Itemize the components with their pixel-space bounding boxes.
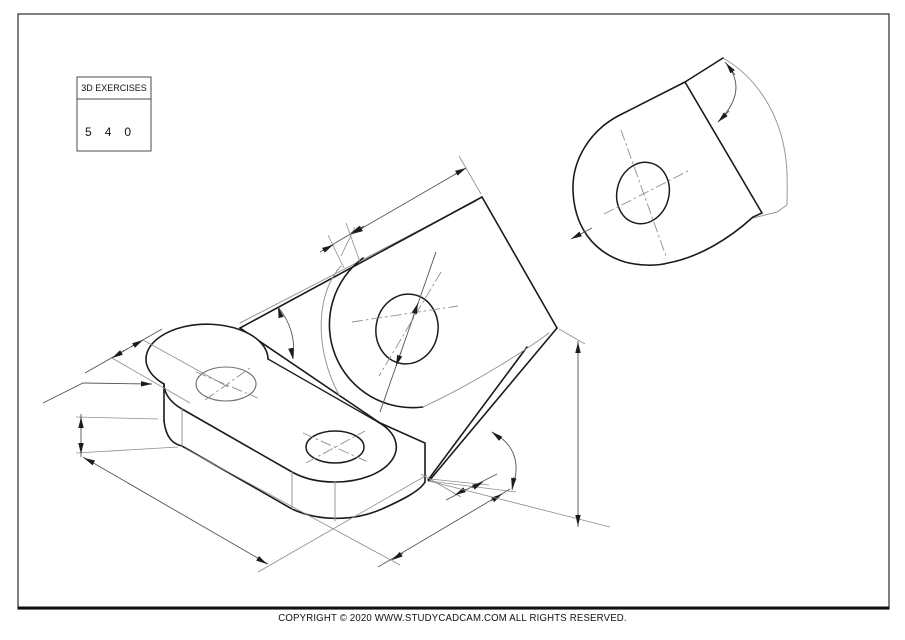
center-line	[378, 271, 442, 377]
center-line	[302, 432, 369, 463]
center-line	[351, 305, 459, 323]
detail-angle-dimension	[717, 61, 737, 123]
title-block	[76, 76, 152, 152]
center-line	[195, 371, 259, 399]
detail-front-face	[572, 80, 764, 266]
base-hole-right	[305, 430, 365, 464]
dimensions	[42, 155, 611, 573]
title-block-code: 5 4 0	[85, 125, 131, 139]
title-block-title: 3D EXERCISES	[81, 83, 147, 93]
code-digit: 0	[124, 125, 132, 139]
detail-hole	[615, 161, 671, 225]
main-view	[42, 155, 611, 573]
base-plate	[145, 323, 426, 522]
center-line	[204, 367, 251, 401]
center-line	[603, 169, 691, 215]
border-frame	[17, 13, 890, 610]
center-line	[305, 430, 366, 464]
view-direction-arrow	[570, 227, 593, 240]
boss-cylinder	[328, 257, 550, 409]
detail-view	[570, 57, 788, 266]
code-digit: 4	[104, 125, 112, 139]
center-line	[620, 129, 668, 260]
copyright-line: COPYRIGHT © 2020 WWW.STUDYCADCAM.COM ALL…	[278, 613, 627, 624]
code-digit: 5	[85, 125, 92, 139]
base-hole-left	[195, 366, 257, 402]
plate-edge-wedge	[427, 346, 528, 481]
